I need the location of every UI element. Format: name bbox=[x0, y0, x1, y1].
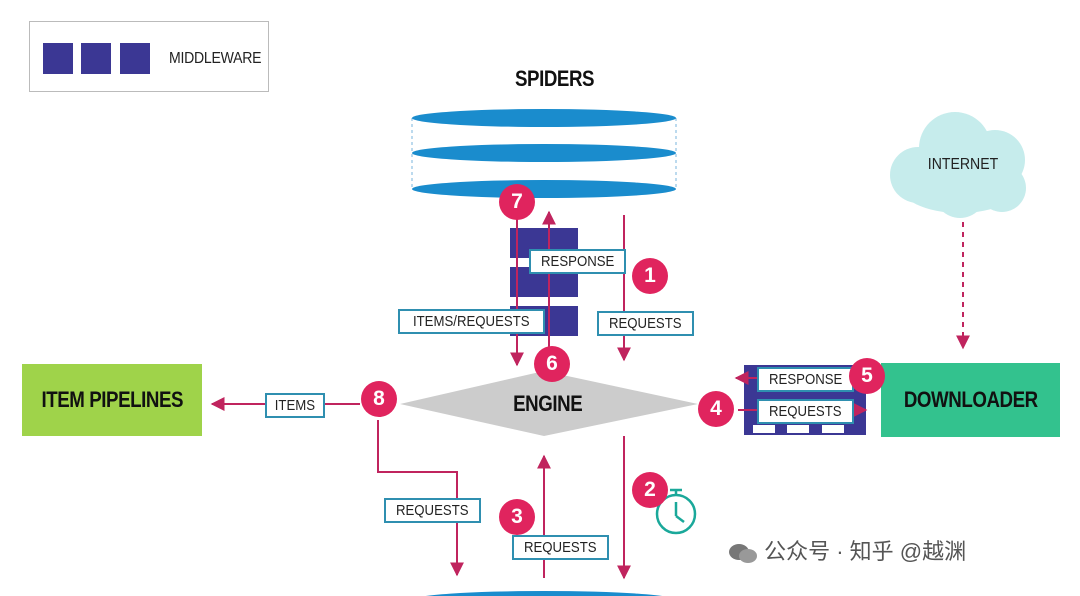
requests-label-1: REQUESTS bbox=[597, 311, 694, 336]
step-badge-3: 3 bbox=[499, 499, 535, 535]
watermark: 公众号 · 知乎 @越渊 bbox=[728, 534, 966, 566]
middleware-swatch bbox=[120, 43, 150, 74]
item-pipelines-block: ITEM PIPELINES bbox=[22, 364, 202, 436]
spiders-title: SPIDERS bbox=[514, 66, 595, 91]
internet-label: INTERNET bbox=[927, 156, 999, 173]
requests-label-bottom-mid: REQUESTS bbox=[512, 535, 609, 560]
items-requests-label: ITEMS/REQUESTS bbox=[398, 309, 545, 334]
items-label: ITEMS bbox=[265, 393, 325, 418]
step-badge-5: 5 bbox=[849, 358, 885, 394]
engine-title: ENGINE bbox=[513, 391, 583, 416]
spiders-icon bbox=[411, 109, 677, 198]
middleware-swatch bbox=[43, 43, 73, 74]
response-label-right: RESPONSE bbox=[757, 367, 855, 392]
scheduler-disc bbox=[425, 591, 663, 596]
spiders-disc bbox=[412, 180, 676, 198]
requests-label-right: REQUESTS bbox=[757, 399, 854, 424]
legend-label: MIDDLEWARE bbox=[169, 50, 262, 67]
wechat-icon bbox=[728, 542, 758, 564]
requests-label-bottom-left: REQUESTS bbox=[384, 498, 481, 523]
step-badge-7: 7 bbox=[499, 184, 535, 220]
middleware-swatch bbox=[81, 43, 111, 74]
spiders-disc bbox=[412, 109, 676, 127]
spiders-disc bbox=[412, 144, 676, 162]
internet-cloud-icon bbox=[890, 112, 1026, 218]
step-badge-6: 6 bbox=[534, 346, 570, 382]
downloader-title: DOWNLOADER bbox=[903, 387, 1038, 412]
item-pipelines-title: ITEM PIPELINES bbox=[41, 387, 183, 412]
downloader-block: DOWNLOADER bbox=[881, 363, 1060, 437]
response-label-top: RESPONSE bbox=[529, 249, 627, 274]
step-badge-4: 4 bbox=[698, 391, 734, 427]
timer-icon bbox=[655, 488, 697, 535]
step-badge-1: 1 bbox=[632, 258, 668, 294]
engine-shape bbox=[400, 371, 698, 436]
step-badge-8: 8 bbox=[361, 381, 397, 417]
step-badge-2: 2 bbox=[632, 472, 668, 508]
legend: MIDDLEWARE bbox=[29, 21, 269, 92]
